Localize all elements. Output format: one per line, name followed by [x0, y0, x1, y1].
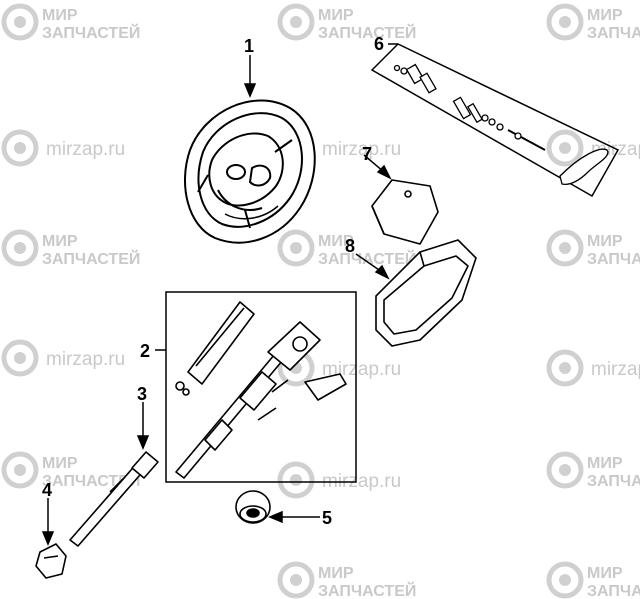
- upper-column-cover: [371, 179, 439, 245]
- callout-6: 6: [374, 34, 384, 54]
- svg-text:mirzap.ru: mirzap.ru: [46, 139, 125, 160]
- watermark-url-4: mirzap.ru: [1, 339, 125, 377]
- svg-text:ЗАПЧАСТЕЙ: ЗАПЧАСТЕЙ: [587, 23, 640, 42]
- svg-text:МИР: МИР: [318, 233, 354, 250]
- lock-kit-frame: [370, 43, 620, 198]
- watermark-url-6: mirzap.ru: [546, 349, 640, 387]
- svg-text:МИР: МИР: [42, 233, 78, 250]
- svg-text:ЗАПЧАСТЕЙ: ЗАПЧАСТЕЙ: [318, 23, 416, 42]
- watermark-logo-2: МИР ЗАПЧАСТЕЙ: [277, 3, 416, 42]
- watermark-logo-1: МИР ЗАПЧАСТЕЙ: [1, 3, 140, 42]
- watermark-logo-10: МИР ЗАПЧАСТЕЙ: [546, 561, 640, 599]
- intermediate-shaft: [69, 451, 159, 547]
- svg-text:ЗАПЧАСТЕЙ: ЗАПЧАСТЕЙ: [587, 249, 640, 268]
- callout-8: 8: [345, 236, 355, 256]
- lock-kit-parts: [393, 63, 609, 186]
- svg-text:МИР: МИР: [587, 565, 623, 582]
- svg-text:МИР: МИР: [587, 455, 623, 472]
- svg-text:ЗАПЧАСТЕЙ: ЗАПЧАСТЕЙ: [587, 581, 640, 599]
- watermark-logo-6: МИР ЗАПЧАСТЕЙ: [546, 229, 640, 268]
- svg-text:МИР: МИР: [42, 455, 78, 472]
- svg-text:mirzap.ru: mirzap.ru: [322, 139, 401, 160]
- svg-text:ЗАПЧАСТЕЙ: ЗАПЧАСТЕЙ: [42, 23, 140, 42]
- watermark-logo-4: МИР ЗАПЧАСТЕЙ: [1, 229, 140, 268]
- watermark-logo-9: МИР ЗАПЧАСТЕЙ: [277, 561, 416, 599]
- callout-1: 1: [244, 36, 254, 56]
- watermark-logo-3: МИР ЗАПЧАСТЕЙ: [546, 3, 640, 42]
- callout-lines: [41, 43, 398, 546]
- svg-text:mirzap.ru: mirzap.ru: [46, 349, 125, 370]
- watermark-layer: МИР ЗАПЧАСТЕЙ МИР ЗАПЧАСТЕЙ МИР ЗАПЧАСТЕ…: [1, 3, 640, 599]
- lower-joint: [35, 543, 67, 579]
- svg-text:mirzap.ru: mirzap.ru: [322, 359, 401, 380]
- svg-text:МИР: МИР: [318, 7, 354, 24]
- svg-text:МИР: МИР: [587, 7, 623, 24]
- svg-text:mirzap.ru: mirzap.ru: [591, 359, 640, 380]
- watermark-url-1: mirzap.ru: [1, 129, 125, 167]
- svg-text:mirzap.ru: mirzap.ru: [322, 471, 401, 492]
- watermark-logo-5: МИР ЗАПЧАСТЕЙ: [277, 229, 416, 268]
- steering-wheel: [183, 99, 316, 244]
- column-assembly-frame: [165, 291, 357, 483]
- callout-5: 5: [322, 508, 332, 528]
- column-boot: [235, 490, 271, 524]
- svg-text:ЗАПЧАСТЕЙ: ЗАПЧАСТЕЙ: [318, 581, 416, 599]
- svg-text:МИР: МИР: [587, 233, 623, 250]
- watermark-url-7: mirzap.ru: [277, 461, 401, 499]
- watermark-logo-8: МИР ЗАПЧАСТЕЙ: [546, 451, 640, 490]
- svg-text:МИР: МИР: [318, 565, 354, 582]
- svg-text:ЗАПЧАСТЕЙ: ЗАПЧАСТЕЙ: [42, 249, 140, 268]
- steering-column: [175, 301, 347, 479]
- callout-4: 4: [42, 480, 52, 500]
- callout-7: 7: [362, 144, 372, 164]
- lower-column-cover: [375, 239, 477, 347]
- svg-text:ЗАПЧАСТЕЙ: ЗАПЧАСТЕЙ: [318, 249, 416, 268]
- svg-text:МИР: МИР: [42, 7, 78, 24]
- svg-text:ЗАПЧАСТЕЙ: ЗАПЧАСТЕЙ: [587, 471, 640, 490]
- column-assembly-group: [165, 291, 357, 483]
- callout-3: 3: [137, 384, 147, 404]
- callout-2: 2: [140, 341, 150, 361]
- lock-kit-group: [370, 43, 620, 198]
